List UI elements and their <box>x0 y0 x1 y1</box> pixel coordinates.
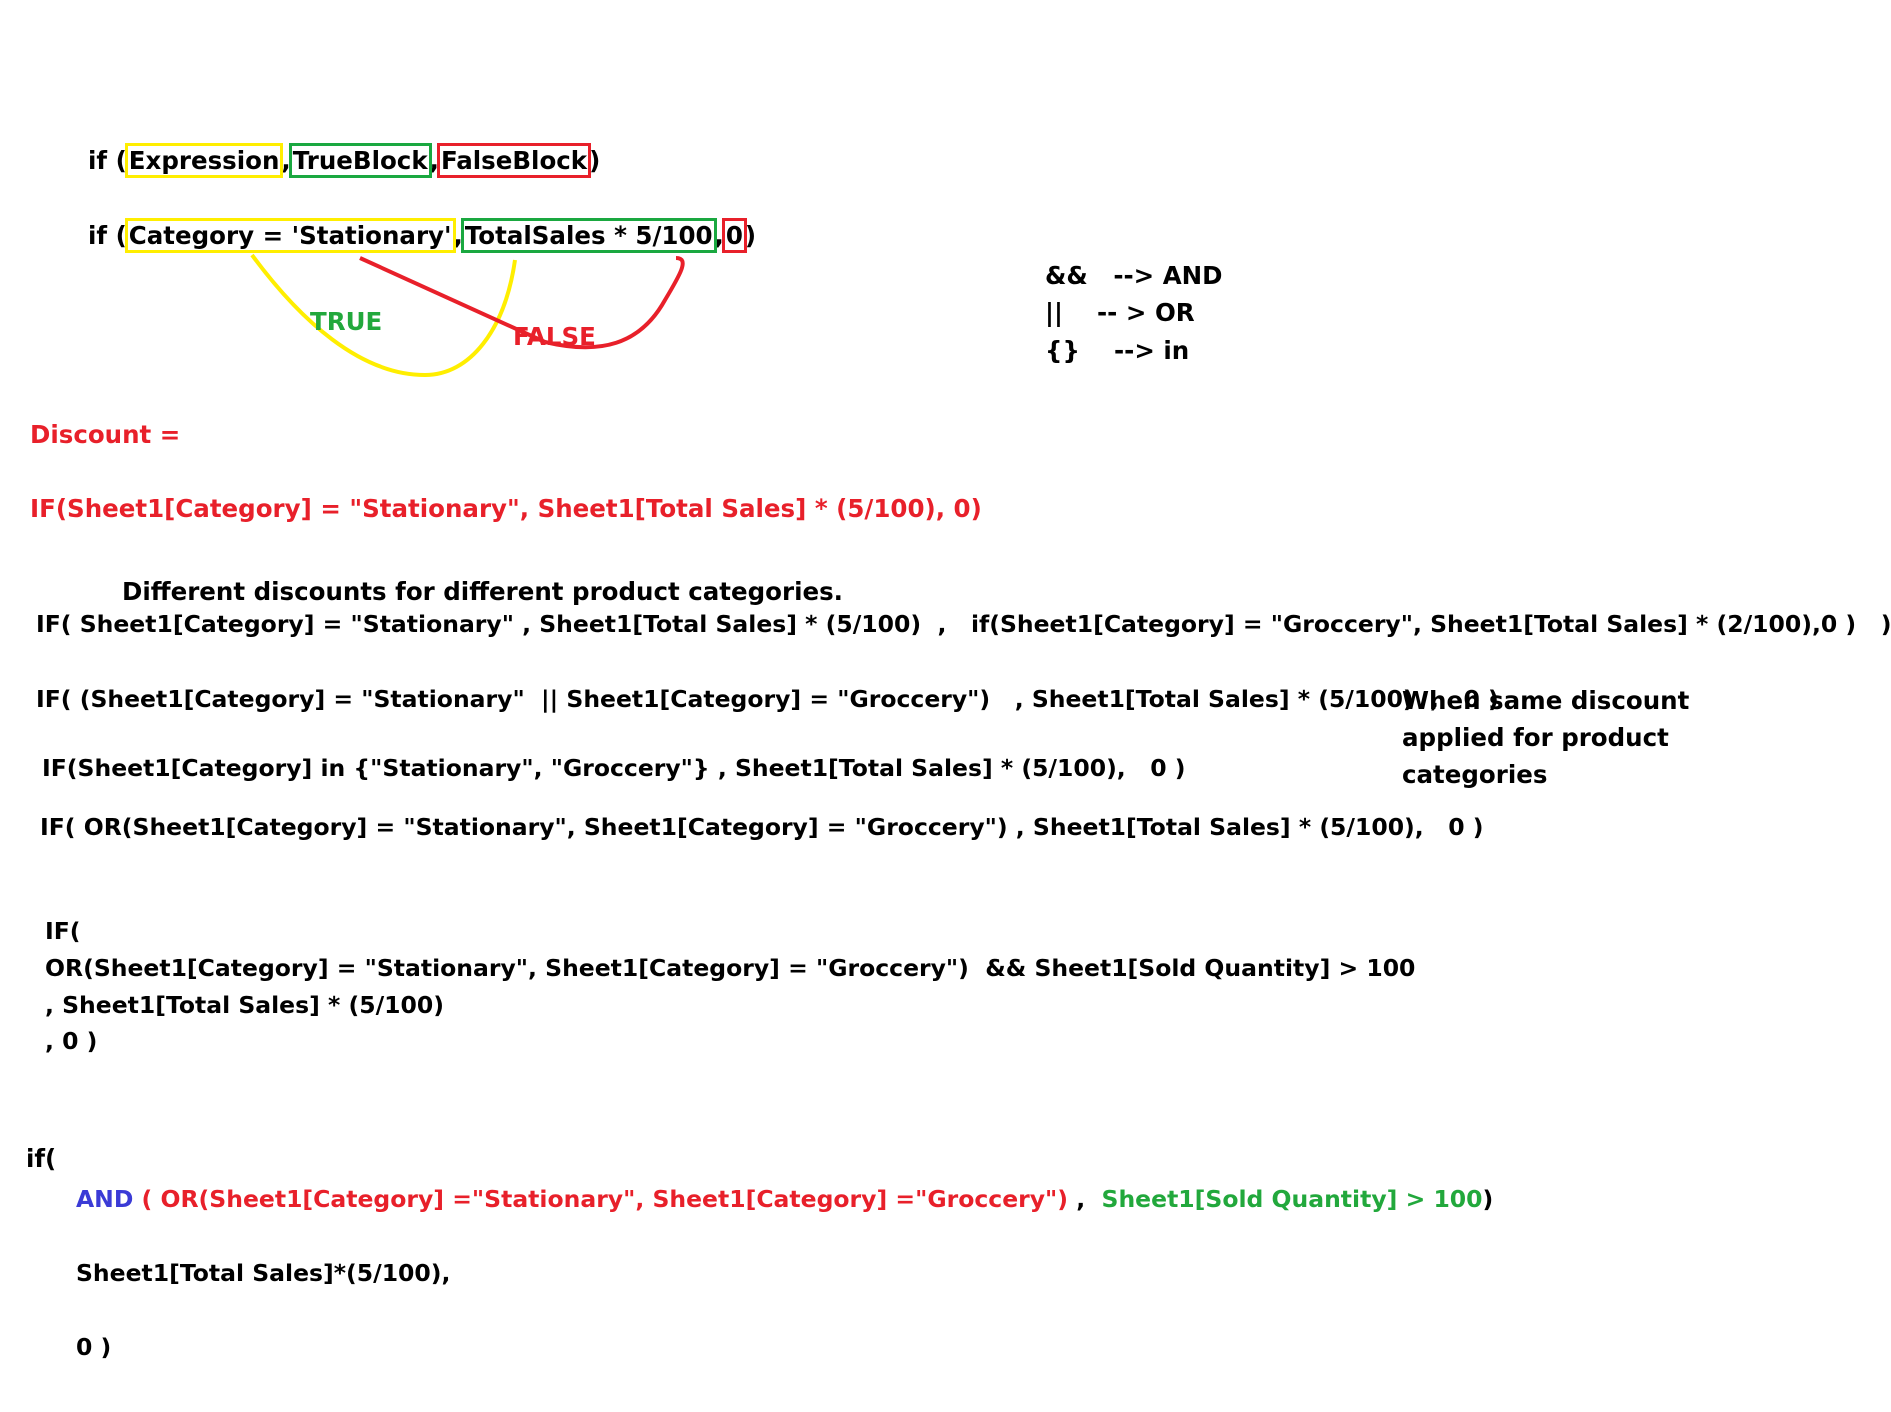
pipe-formula: IF( (Sheet1[Category] = "Stationary" || … <box>36 685 1499 713</box>
and-keyword: AND <box>76 1185 134 1213</box>
same-discount-note-2: applied for product <box>1402 723 1669 752</box>
and-comma: , <box>1068 1185 1102 1213</box>
example-close: ) <box>744 221 757 250</box>
same-discount-note-1: When same discount <box>1402 686 1690 715</box>
operator-or: || -- > OR <box>1045 298 1195 327</box>
quantity-condition: Sheet1[Sold Quantity] > 100 <box>1101 1185 1483 1213</box>
false-value-box: 0 <box>721 218 747 253</box>
true-label: TRUE <box>310 307 383 336</box>
same-discount-note-3: categories <box>1402 760 1548 789</box>
false-curve <box>544 256 685 350</box>
operator-in: {} --> in <box>1045 336 1190 365</box>
syntax-line: if (Expression,TrueBlock,FalseBlock) <box>88 143 601 178</box>
multiline-false: , 0 ) <box>45 1027 98 1055</box>
discount-formula: IF(Sheet1[Category] = "Stationary", Shee… <box>30 494 982 523</box>
multiline-condition: OR(Sheet1[Category] = "Stationary", Shee… <box>45 954 1416 982</box>
true-block-box: TrueBlock <box>288 143 432 178</box>
syntax-close: ) <box>589 146 601 175</box>
multiline-if: IF( <box>45 917 81 945</box>
flow-arrows <box>250 253 685 378</box>
true-curve <box>250 253 517 378</box>
and-block-false: 0 ) <box>76 1333 112 1361</box>
example-sep: , <box>453 221 463 250</box>
false-line <box>359 256 546 344</box>
and-block-condition: AND ( OR(Sheet1[Category] ="Stationary",… <box>76 1184 1493 1214</box>
syntax-sep: , <box>429 146 439 175</box>
example-sep: , <box>714 221 724 250</box>
or-condition: OR(Sheet1[Category] ="Stationary", Sheet… <box>160 1185 1069 1213</box>
example-if-keyword: if ( <box>88 221 127 250</box>
and-close-paren: ) <box>1482 1185 1494 1213</box>
and-open-paren: ( <box>133 1185 161 1213</box>
nested-heading: Different discounts for different produc… <box>122 577 843 606</box>
discount-title: Discount = <box>30 420 181 449</box>
or-formula: IF( OR(Sheet1[Category] = "Stationary", … <box>40 813 1484 841</box>
syntax-if-keyword: if ( <box>88 146 127 175</box>
true-value-box: TotalSales * 5/100 <box>460 218 717 253</box>
condition-box: Category = 'Stationary' <box>124 218 456 253</box>
and-block-true: Sheet1[Total Sales]*(5/100), <box>76 1259 451 1287</box>
operator-and: && --> AND <box>1045 261 1223 290</box>
in-formula: IF(Sheet1[Category] in {"Stationary", "G… <box>42 754 1186 782</box>
example-line: if (Category = 'Stationary',TotalSales *… <box>88 218 757 253</box>
false-block-box: FalseBlock <box>436 143 592 178</box>
and-block-if: if( <box>26 1144 57 1173</box>
nested-formula: IF( Sheet1[Category] = "Stationary" , Sh… <box>36 610 1891 638</box>
multiline-true: , Sheet1[Total Sales] * (5/100) <box>45 991 444 1019</box>
false-label: FALSE <box>513 322 596 351</box>
syntax-sep: , <box>281 146 291 175</box>
expression-box: Expression <box>124 143 284 178</box>
